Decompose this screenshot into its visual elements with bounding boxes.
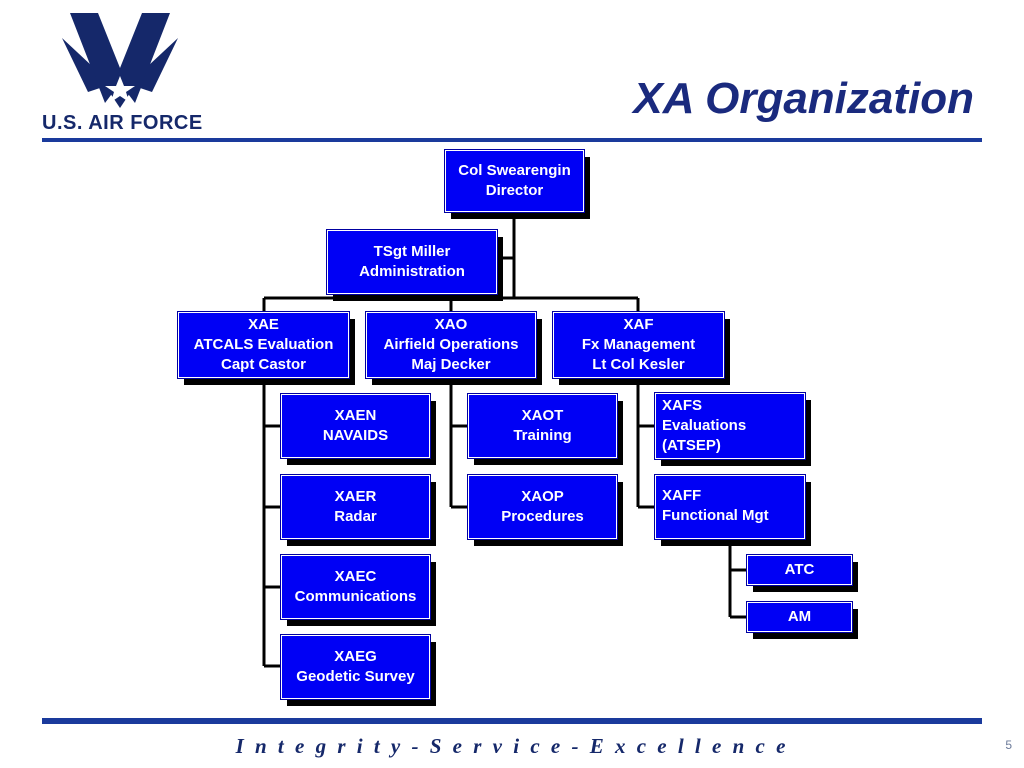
org-box-xae: XAE ATCALS Evaluation Capt Castor: [177, 311, 350, 379]
page-title: XA Organization: [633, 74, 974, 123]
org-box-xaec: XAEC Communications: [280, 554, 431, 620]
org-box-xaot: XAOT Training: [467, 393, 618, 459]
org-box-xaen: XAEN NAVAIDS: [280, 393, 431, 459]
header-divider: [42, 138, 982, 142]
org-box-xaff: XAFF Functional Mgt: [654, 474, 806, 540]
org-box-xaop: XAOP Procedures: [467, 474, 618, 540]
footer-divider: [42, 718, 982, 724]
org-box-xao: XAO Airfield Operations Maj Decker: [365, 311, 537, 379]
org-box-director: Col Swearengin Director: [444, 149, 585, 213]
org-box-xafs: XAFS Evaluations (ATSEP): [654, 392, 806, 460]
page-number: 5: [1005, 738, 1012, 752]
org-box-xaeg: XAEG Geodetic Survey: [280, 634, 431, 700]
org-box-am: AM: [746, 601, 853, 633]
air-force-symbol-logo: [62, 13, 178, 108]
org-box-administration: TSgt Miller Administration: [326, 229, 498, 295]
org-box-xaf: XAF Fx Management Lt Col Kesler: [552, 311, 725, 379]
org-box-atc: ATC: [746, 554, 853, 586]
org-box-xaer: XAER Radar: [280, 474, 431, 540]
footer-motto: I n t e g r i t y - S e r v i c e - E x …: [235, 734, 789, 758]
air-force-wordmark: U.S. AIR FORCE: [42, 112, 203, 134]
